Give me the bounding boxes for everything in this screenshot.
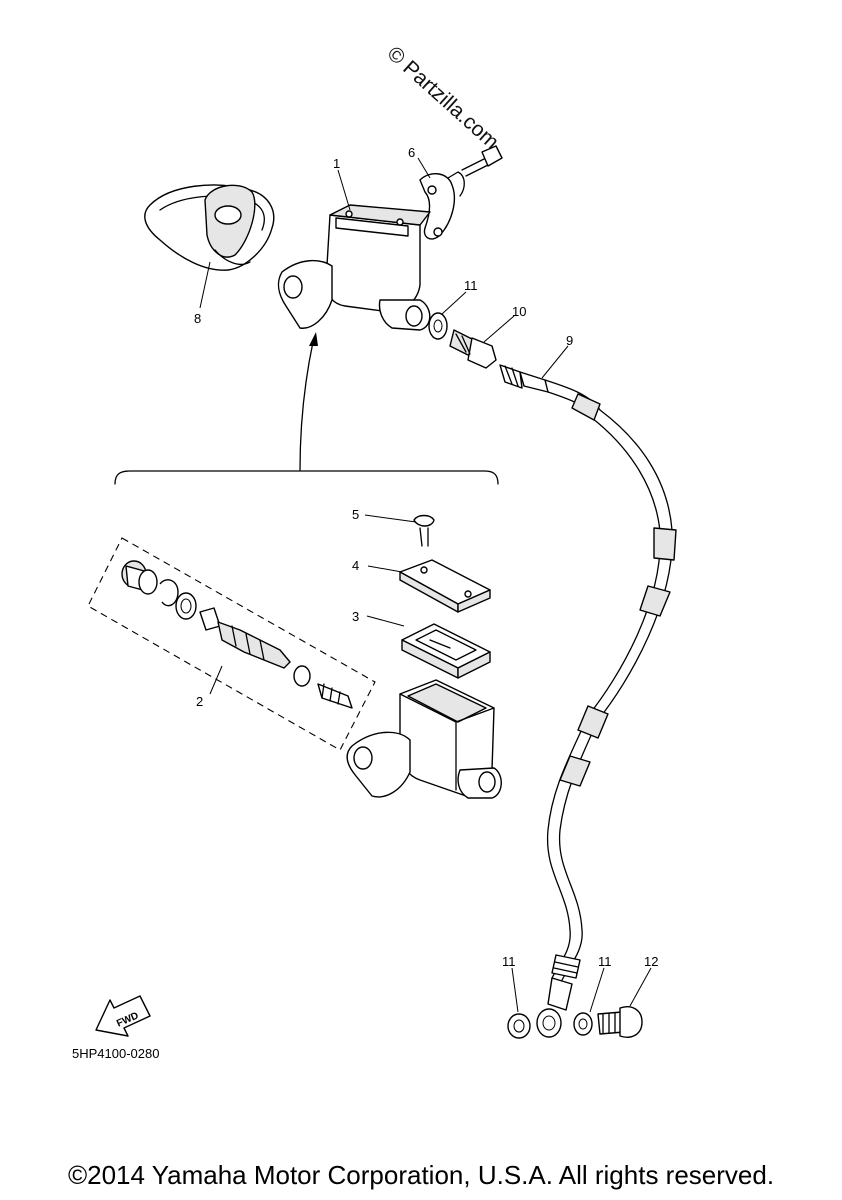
lever-boot-part-8[interactable] xyxy=(144,184,275,271)
master-cylinder-body xyxy=(346,679,502,799)
master-cylinder-part-1[interactable] xyxy=(277,204,431,331)
callout-2: 2 xyxy=(196,694,203,709)
callout-1: 1 xyxy=(333,156,340,171)
washer-part-11-lower-right[interactable] xyxy=(573,1012,593,1036)
holder-bolt[interactable] xyxy=(461,145,503,177)
assembly-arrow-head xyxy=(309,332,318,346)
callout-5: 5 xyxy=(352,507,359,522)
callout-6: 6 xyxy=(408,145,415,160)
callout-11-upper: 11 xyxy=(464,278,478,293)
union-bolt-part-12[interactable] xyxy=(597,1006,643,1038)
callout-4: 4 xyxy=(352,558,359,573)
callout-10: 10 xyxy=(512,304,526,319)
callout-8: 8 xyxy=(194,311,201,326)
callout-9: 9 xyxy=(566,333,573,348)
leader-lines xyxy=(199,157,652,1013)
hose-banjo-end[interactable] xyxy=(536,1008,562,1038)
exploded-view-bracket xyxy=(114,470,499,485)
callout-3: 3 xyxy=(352,609,359,624)
diagram-code: 5HP4100-0280 xyxy=(72,1046,160,1061)
reservoir-cap-part-4[interactable] xyxy=(399,559,491,613)
piston-kit-part-2[interactable] xyxy=(87,537,376,751)
screw-part-5[interactable] xyxy=(413,514,435,547)
callout-11-lower-right: 11 xyxy=(598,954,612,969)
fwd-arrow-icon: FWD xyxy=(95,995,151,1037)
assembly-arrow-shaft xyxy=(299,341,314,471)
callout-12: 12 xyxy=(644,954,658,969)
copyright-notice: ©2014 Yamaha Motor Corporation, U.S.A. A… xyxy=(67,1160,775,1190)
holder-part-6[interactable] xyxy=(419,171,465,240)
washer-part-11-lower-left[interactable] xyxy=(507,1013,531,1039)
union-bolt-part-10[interactable] xyxy=(449,329,497,369)
callout-11-lower-left: 11 xyxy=(502,954,516,969)
brake-hose-part-9[interactable] xyxy=(499,364,677,1011)
washer-part-11-upper[interactable] xyxy=(428,312,448,340)
diaphragm-part-3[interactable] xyxy=(401,623,491,679)
